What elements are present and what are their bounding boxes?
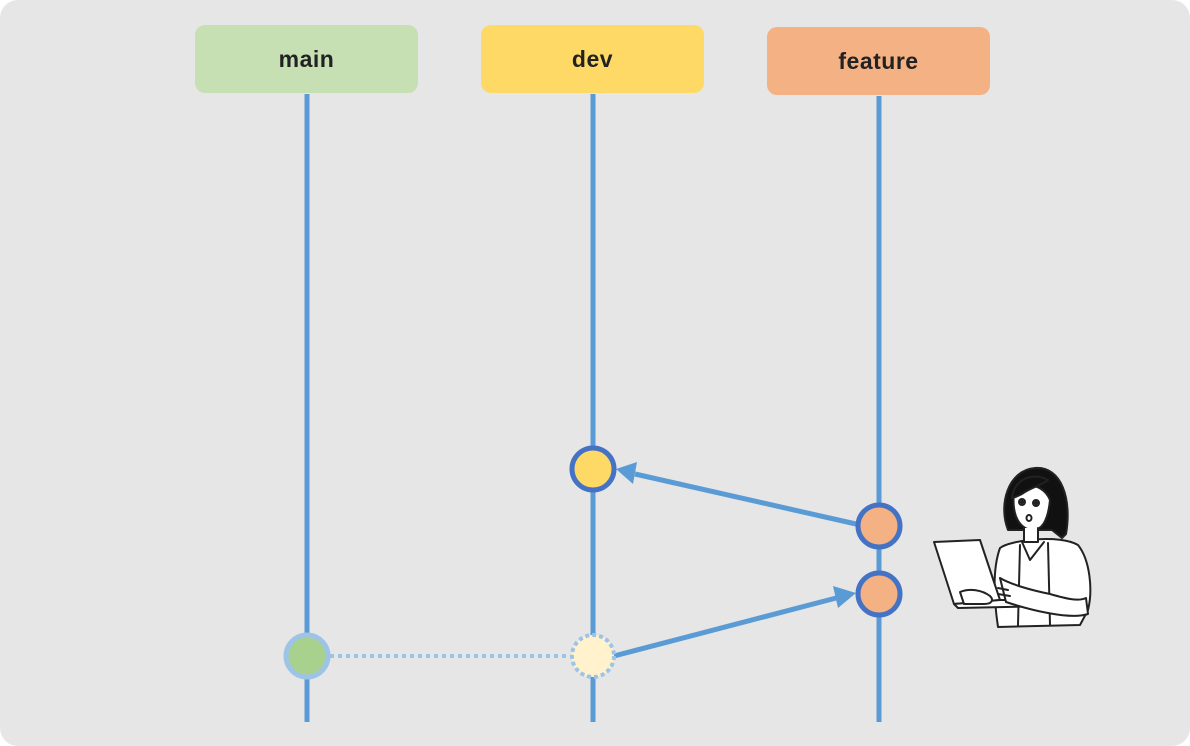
arrow-feature-to-dev xyxy=(634,471,857,527)
commit-dev-merge xyxy=(569,445,617,493)
commit-feature-2 xyxy=(855,502,903,550)
branch-label-main-text: main xyxy=(278,45,335,72)
branch-label-feature: feature xyxy=(767,27,990,95)
commit-dev-pending xyxy=(570,633,616,679)
branch-label-dev: dev xyxy=(481,25,704,93)
commit-feature-1 xyxy=(855,570,903,618)
person-with-laptop-icon xyxy=(933,466,1092,628)
commit-main xyxy=(283,632,331,680)
branch-label-dev-text: dev xyxy=(571,45,614,72)
arrow-dev-to-feature xyxy=(613,594,841,659)
branch-label-main: main xyxy=(195,25,418,93)
arrowhead-dev-to-feature xyxy=(833,586,856,608)
branch-label-feature-text: feature xyxy=(838,47,919,74)
arrowhead-feature-to-dev xyxy=(616,462,637,484)
